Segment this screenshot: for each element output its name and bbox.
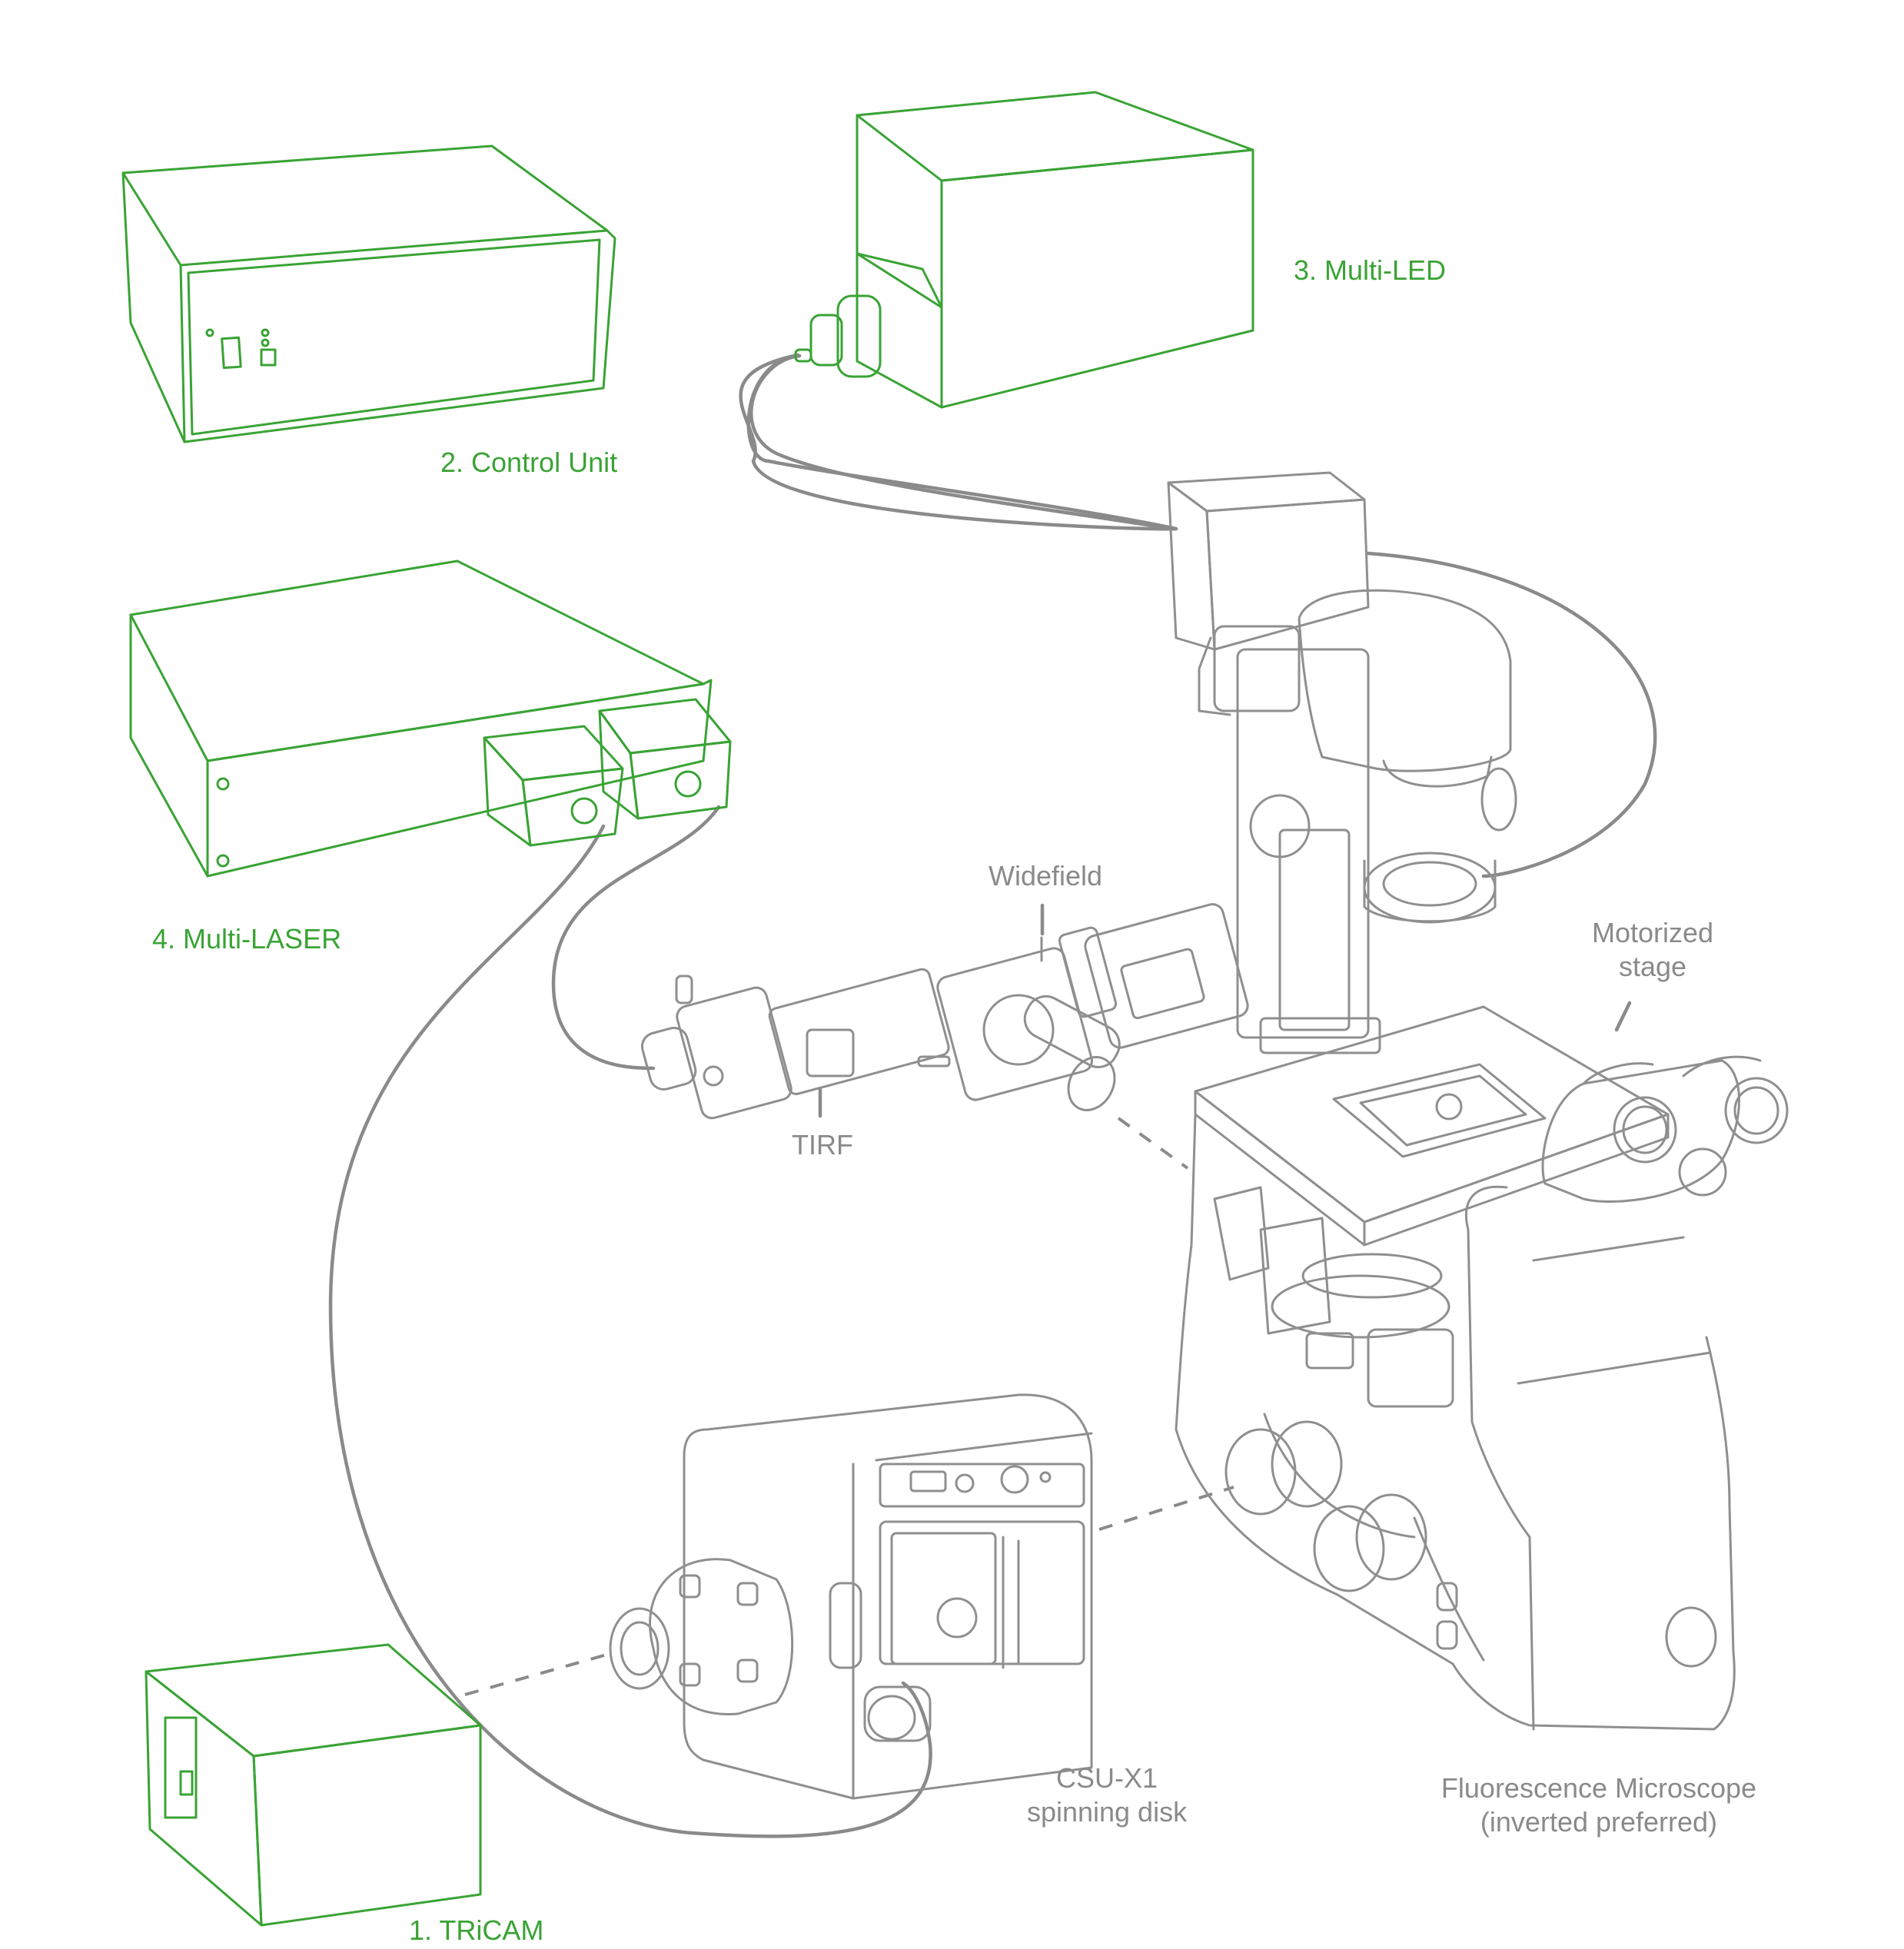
label-tricam: 1. TRiCAM: [409, 1914, 544, 1946]
label-widefield: Widefield: [988, 860, 1103, 891]
label-motorized-stage-line1: Motorized: [1591, 917, 1714, 948]
microscope: [1167, 471, 1789, 1731]
cable-laser-to-csu: [328, 824, 932, 1838]
label-csu-line2: spinning disk: [1026, 1796, 1188, 1828]
stage-tick: [1614, 1001, 1632, 1032]
label-microscope: Fluorescence Microscope (inverted prefer…: [1414, 1771, 1783, 1839]
cable-laser-to-tirf: [551, 805, 721, 1071]
label-motorized-stage-line2: stage: [1618, 951, 1687, 982]
dash-csu-to-microscope: [1098, 1486, 1234, 1531]
csu-x1: [609, 1393, 1093, 1800]
control-unit: [121, 144, 616, 443]
label-motorized-stage: Motorized stage: [1568, 916, 1737, 984]
illumination-arm: [640, 903, 1249, 1120]
dash-widefield-to-microscope: [1117, 1117, 1189, 1170]
label-tirf: TIRF: [792, 1129, 853, 1160]
cable-led-loop: [749, 354, 1175, 531]
cable-microscope-loop: [1366, 551, 1657, 878]
multi-led: [794, 91, 1254, 409]
tricam: [145, 1643, 482, 1927]
cable-led-to-microscope: [739, 353, 1178, 531]
label-multi-led: 3. Multi-LED: [1294, 254, 1447, 286]
label-control-unit: 2. Control Unit: [440, 447, 618, 478]
label-csu-line1: CSU-X1: [1055, 1762, 1158, 1794]
cable-led-to-microscope-b: [746, 354, 1178, 531]
label-csu-x1: CSU-X1 spinning disk: [999, 1761, 1215, 1829]
multi-laser: [129, 559, 732, 878]
label-multi-laser: 4. Multi-LASER: [152, 923, 342, 955]
label-microscope-line1: Fluorescence Microscope: [1440, 1772, 1757, 1804]
label-microscope-line2: (inverted preferred): [1480, 1806, 1718, 1838]
dash-tricam-to-csu: [464, 1651, 616, 1696]
